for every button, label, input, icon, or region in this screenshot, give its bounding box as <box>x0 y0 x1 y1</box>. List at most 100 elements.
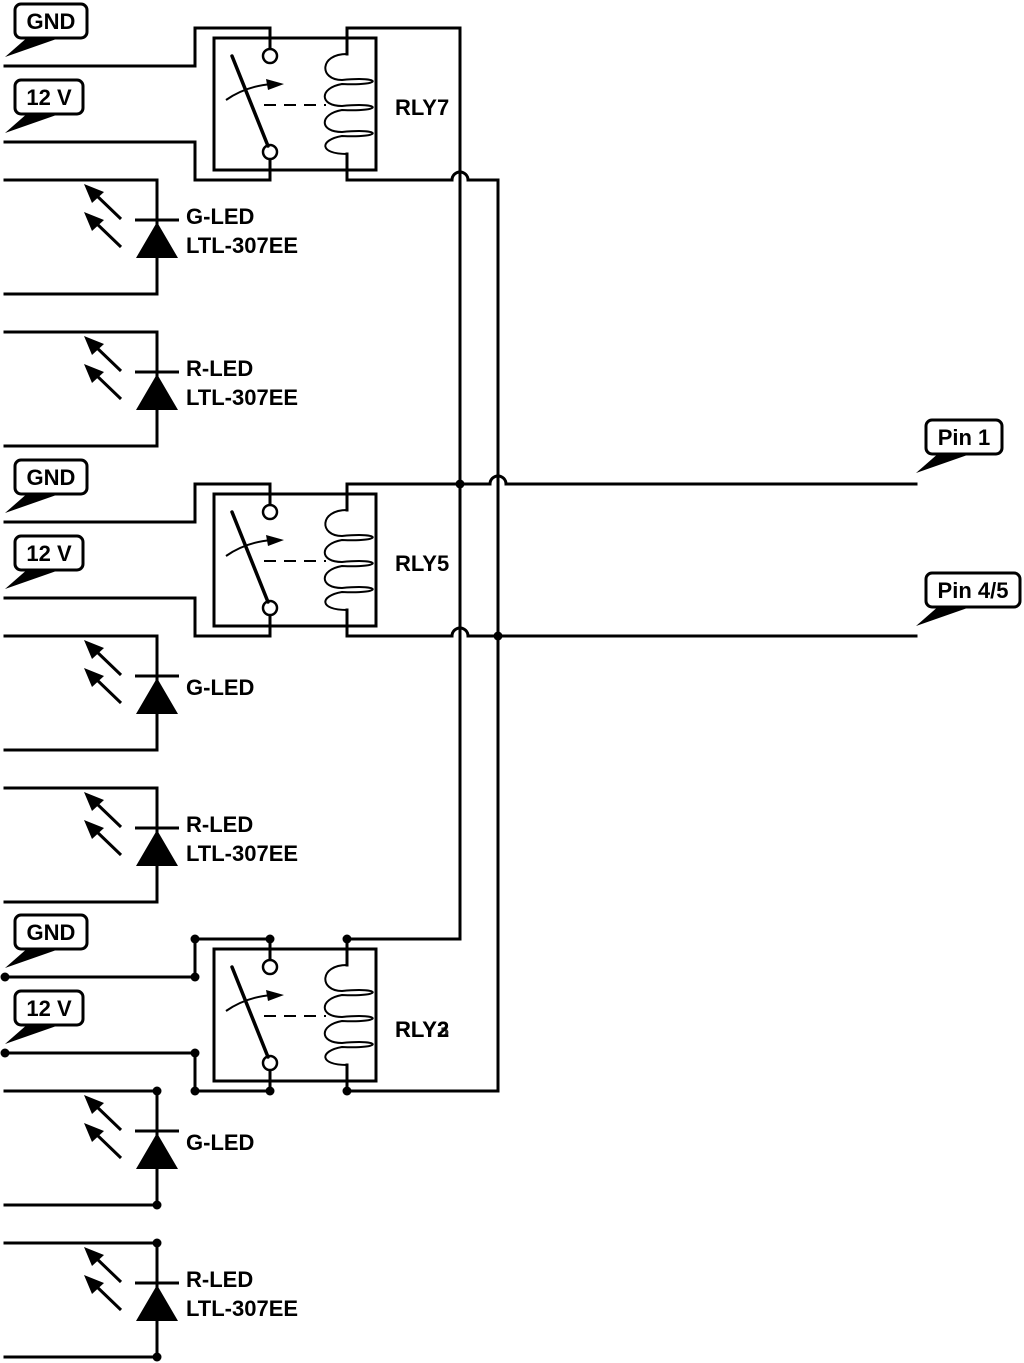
tag-box <box>924 418 1004 456</box>
led-5: G-LED <box>3 1086 254 1210</box>
junction-dot <box>152 1086 162 1096</box>
relay-label: RLY5 <box>395 551 449 576</box>
led-triangle-icon <box>136 830 178 866</box>
contact-bottom <box>261 143 279 161</box>
switch-arm <box>230 965 270 1059</box>
relay-body <box>212 36 378 172</box>
light-ray <box>93 1283 123 1312</box>
switch-arm <box>230 54 270 148</box>
junction-dot <box>493 631 503 641</box>
led-part-number: LTL-307EE <box>186 1296 298 1321</box>
tag-box <box>13 989 85 1027</box>
tag-label: Pin 1 <box>938 425 991 450</box>
junction-dot <box>190 934 200 944</box>
led-name: G-LED <box>186 675 254 700</box>
tag-pointer <box>916 452 976 473</box>
tag-pointer <box>5 112 65 133</box>
tag-box <box>924 571 1022 609</box>
vcc-wire <box>3 596 272 638</box>
coil-icon <box>323 53 374 155</box>
junction-dot <box>152 1200 162 1210</box>
relay-label: RLY2 <box>395 1017 449 1042</box>
light-arrowhead-icon <box>84 820 104 839</box>
relay-body <box>212 947 378 1083</box>
led-part-number: LTL-307EE <box>186 233 298 258</box>
light-arrowhead-icon <box>84 668 104 687</box>
led-wire <box>3 178 159 296</box>
light-arrowhead-icon <box>84 184 104 203</box>
tag-label: 12 V <box>26 541 72 566</box>
tag-pointer <box>5 1023 65 1044</box>
led-name: R-LED <box>186 1267 253 1292</box>
gnd-tag: GND <box>5 913 89 968</box>
relay-label-overlap: RLY3 <box>395 1017 449 1042</box>
junction-dot <box>0 972 10 982</box>
led-wire <box>3 634 159 752</box>
led-name: R-LED <box>186 812 253 837</box>
led-part-number: LTL-307EE <box>186 841 298 866</box>
pin-4-5-tag: Pin 4/5 <box>916 571 1022 626</box>
light-ray <box>93 648 123 677</box>
light-arrowhead-icon <box>84 212 104 231</box>
led-name: G-LED <box>186 1130 254 1155</box>
light-ray <box>93 800 123 829</box>
led-part-number: LTL-307EE <box>186 385 298 410</box>
led-wire <box>3 330 159 448</box>
led-wire <box>3 786 159 904</box>
light-arrowhead-icon <box>84 640 104 659</box>
light-ray <box>93 828 123 857</box>
light-ray <box>93 220 123 249</box>
junction-dot <box>152 1352 162 1362</box>
tag-label: GND <box>27 9 76 34</box>
led-wire <box>3 1089 159 1207</box>
junction-dot <box>190 1086 200 1096</box>
pin-1-tag: Pin 1 <box>916 418 1004 473</box>
leds-layer: G-LEDLTL-307EER-LEDLTL-307EEG-LEDR-LEDLT… <box>3 178 298 1362</box>
tag-label: GND <box>27 465 76 490</box>
led-wire <box>3 1241 159 1359</box>
relay-top: RLY7 <box>3 26 449 182</box>
tag-label: GND <box>27 920 76 945</box>
contact-bottom <box>261 599 279 617</box>
light-ray <box>93 1103 123 1132</box>
tag-label: Pin 4/5 <box>938 578 1009 603</box>
vcc-wire <box>3 140 272 182</box>
junction-dot <box>455 479 465 489</box>
led-triangle-icon <box>136 1285 178 1321</box>
pin1-wire <box>345 474 918 486</box>
relay-body <box>212 492 378 628</box>
led-triangle-icon <box>136 1133 178 1169</box>
junction-dot <box>190 972 200 982</box>
led-triangle-icon <box>136 678 178 714</box>
vcc-12v-tag: 12 V <box>5 989 85 1044</box>
led-triangle-icon <box>136 222 178 258</box>
coil-icon <box>323 964 374 1066</box>
tag-box <box>13 458 89 496</box>
tag-label: 12 V <box>26 996 72 1021</box>
actuation-arrowhead <box>266 535 284 546</box>
gnd-wire <box>3 26 272 68</box>
tag-pointer <box>916 605 976 626</box>
tag-box <box>13 78 85 116</box>
vcc-wire <box>3 1051 272 1093</box>
light-arrowhead-icon <box>84 1123 104 1142</box>
light-arrowhead-icon <box>84 336 104 355</box>
tag-box <box>13 534 85 572</box>
led-6: R-LED LTL-307EE <box>3 1238 298 1362</box>
switch-arm <box>230 510 270 604</box>
actuation-arrowhead <box>266 990 284 1001</box>
contact-top <box>261 958 279 976</box>
pin45-wire <box>345 626 918 638</box>
contact-top <box>261 47 279 65</box>
bus-b-wire <box>345 170 500 1093</box>
gnd-tag: GND <box>5 458 89 513</box>
relay-middle: RLY5 <box>3 482 449 638</box>
tag-pointer <box>5 492 65 513</box>
light-ray <box>93 344 123 373</box>
